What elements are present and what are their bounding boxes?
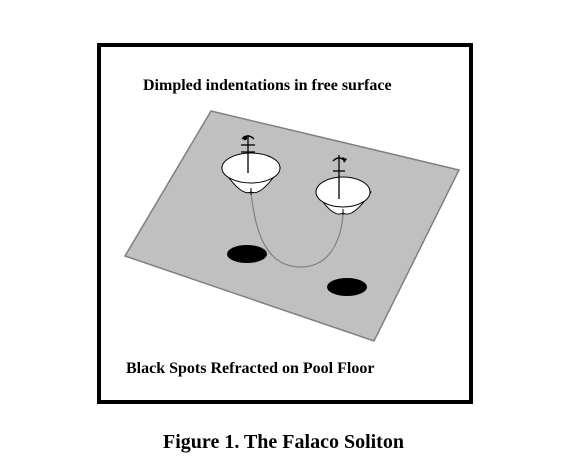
left-dimple-rim [221,152,281,184]
bottom-label: Black Spots Refracted on Pool Floor [126,360,374,377]
left-dimple [221,152,281,195]
top-label: Dimpled indentations in free surface [143,77,392,94]
figure-caption: Figure 1. The Falaco Soliton [163,431,404,453]
free-surface-plane [123,110,461,342]
rotation-axis-icon-left [241,135,255,173]
connecting-thread [250,191,344,268]
black-spot-right [327,278,367,296]
rotation-axis-icon-right [332,155,347,199]
falaco-soliton-diagram: Dimpled indentations in free surface Bla… [123,77,461,377]
figure-frame: Dimpled indentations in free surface Bla… [97,43,473,404]
right-dimple [315,176,372,215]
black-spot-left [227,245,267,263]
right-dimple-rim [315,176,371,208]
